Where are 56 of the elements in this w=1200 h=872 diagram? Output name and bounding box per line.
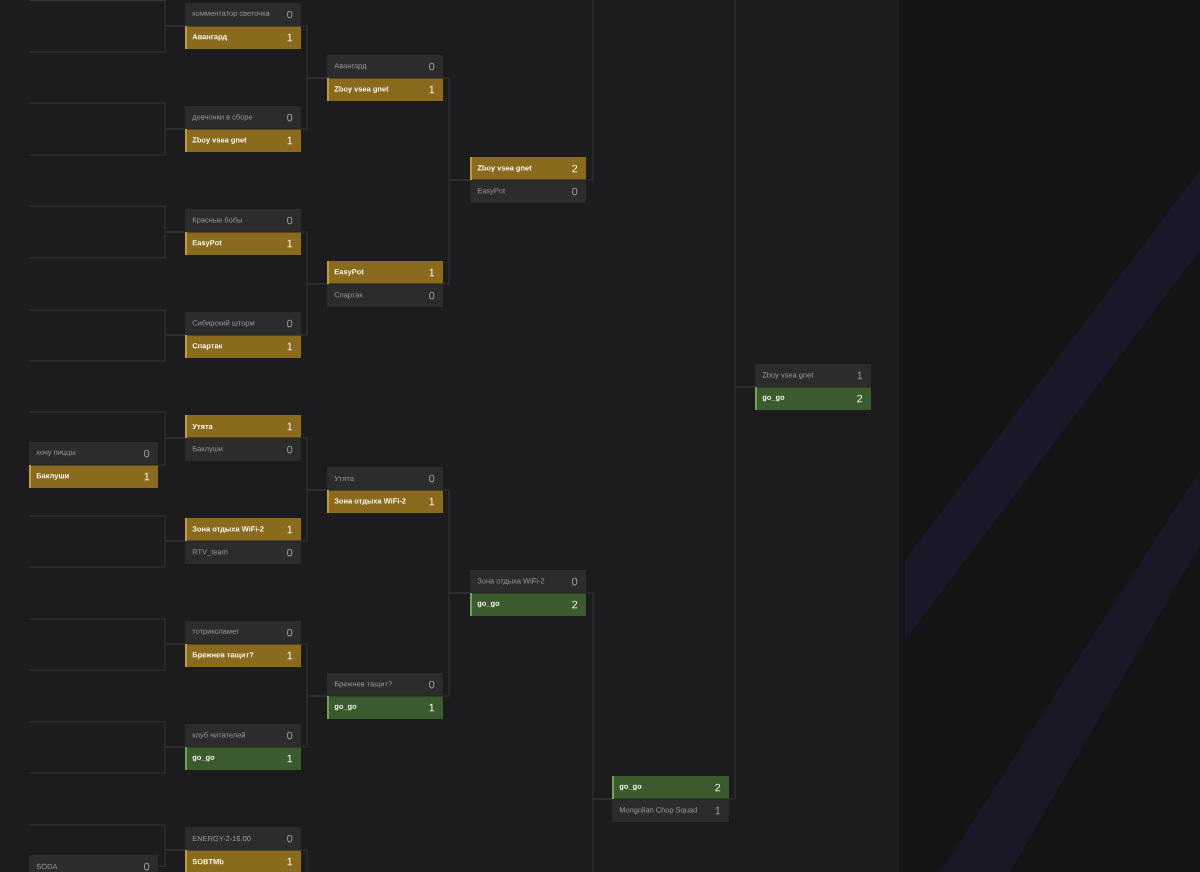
score: 2 (572, 164, 578, 173)
score: 1 (287, 754, 293, 763)
score: 1 (429, 497, 435, 506)
score: 0 (287, 216, 293, 225)
score: 1 (429, 268, 435, 277)
connector-line (28, 540, 186, 568)
score: 0 (287, 113, 293, 122)
score: 1 (287, 342, 293, 351)
connector-line (28, 128, 186, 156)
score: 0 (144, 449, 150, 458)
score: 1 (429, 703, 435, 712)
score: 0 (287, 10, 293, 19)
score: 1 (287, 239, 293, 248)
score: 0 (287, 834, 293, 843)
connector-line (300, 695, 328, 748)
score: 0 (287, 731, 293, 740)
score: 2 (857, 394, 863, 403)
connector-line (28, 334, 186, 362)
connector-line (592, 798, 613, 872)
score: 0 (287, 628, 293, 637)
connector-line (28, 25, 186, 53)
score: 0 (287, 445, 293, 454)
connector-line (28, 643, 186, 671)
score: 0 (429, 291, 435, 300)
score: 0 (429, 680, 435, 689)
score: 0 (572, 187, 578, 196)
score: 1 (429, 85, 435, 94)
connector-line (300, 283, 328, 336)
score: 1 (287, 857, 293, 866)
connector-line (585, 0, 594, 181)
score: 1 (287, 651, 293, 660)
score: 1 (287, 525, 293, 534)
connector-line (157, 437, 186, 466)
score: 0 (287, 548, 293, 557)
score: 0 (429, 62, 435, 71)
connector-line (300, 849, 308, 872)
score: 0 (144, 862, 150, 871)
score: 1 (857, 371, 863, 380)
score: 0 (572, 577, 578, 586)
connector-line (157, 849, 186, 868)
score: 1 (144, 472, 150, 481)
connector-line (728, 386, 756, 800)
connector-line (442, 592, 471, 697)
connector-line (442, 179, 471, 285)
connector-line (28, 231, 186, 259)
score: 1 (287, 33, 293, 42)
score: 1 (287, 136, 293, 145)
score: 1 (287, 422, 293, 431)
connector-line (300, 77, 328, 130)
connector-line (300, 489, 328, 542)
score: 2 (572, 600, 578, 609)
score: 0 (287, 319, 293, 328)
score: 0 (429, 474, 435, 483)
score: 1 (715, 806, 721, 815)
connector-line (28, 746, 186, 774)
score: 2 (715, 783, 721, 792)
